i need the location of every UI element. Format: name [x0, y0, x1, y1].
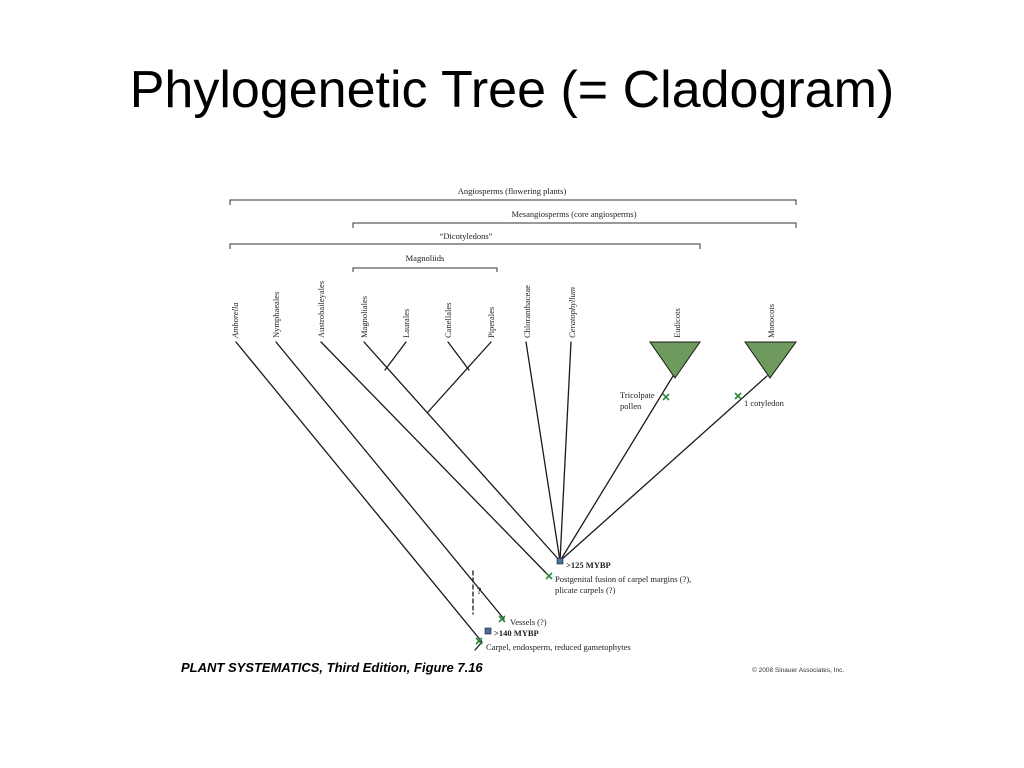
- bracket-angiosperms-label: Angiosperms (flowering plants): [458, 186, 567, 196]
- tree-branches: [235, 341, 768, 651]
- bracket-angiosperms: [229, 199, 797, 205]
- label-fusion-line1: Postgenital fusion of carpel margins (?)…: [555, 574, 691, 584]
- branch-eudicots: [559, 375, 674, 562]
- mark-tricolpate: [662, 393, 670, 401]
- mark-vessels: [498, 615, 506, 623]
- figure-caption: PLANT SYSTEMATICS, Third Edition, Figure…: [181, 660, 483, 675]
- label-cotyledon: 1 cotyledon: [744, 398, 785, 408]
- bracket-mesangiosperms-label: Mesangiosperms (core angiosperms): [511, 209, 636, 219]
- label-140-mybp: >140 MYBP: [494, 628, 539, 638]
- slide-title: Phylogenetic Tree (= Cladogram): [129, 61, 895, 119]
- branch-austrobaileyales: [320, 341, 549, 576]
- branch-ceratophyllum: [559, 341, 572, 562]
- label-125-mybp: >125 MYBP: [566, 560, 611, 570]
- taxon-ceratophyllum: Ceratophyllum: [567, 287, 577, 338]
- branch-monocots: [559, 375, 768, 562]
- clade-eudicots-triangle: [649, 341, 701, 379]
- branch-amborella: [235, 341, 483, 643]
- synapomorphy-marks: [475, 392, 742, 645]
- copyright-notice: © 2008 Sinauer Associates, Inc.: [752, 667, 845, 674]
- branch-chloranthaceae: [525, 341, 561, 562]
- label-tricolpate-line2: pollen: [620, 401, 642, 411]
- branch-piperales: [427, 341, 492, 413]
- node-125-marker: [556, 557, 564, 565]
- node-140-marker: [484, 627, 492, 635]
- label-vessels: Vessels (?): [510, 617, 547, 627]
- bracket-magnoliids-label: Magnoliids: [406, 253, 445, 263]
- label-tricolpate-line1: Tricolpate: [620, 390, 655, 400]
- bracket-dicotyledons-label: “Dicotyledons”: [440, 231, 493, 241]
- taxon-canellales: Canellales: [443, 303, 453, 338]
- taxon-austrobaileyales: Austrobaileyales: [316, 281, 326, 338]
- bracket-dicotyledons: [229, 243, 701, 249]
- branch-canellales: [447, 341, 470, 371]
- branch-nymphaeales: [275, 341, 505, 620]
- label-carpel: Carpel, endosperm, reduced gametophytes: [486, 642, 631, 652]
- taxon-magnoliales: Magnoliales: [359, 296, 369, 338]
- bracket-mesangiosperms: [352, 222, 797, 228]
- mark-fusion: [545, 572, 553, 580]
- clade-monocots-triangle: [744, 341, 797, 379]
- mark-cotyledon: [734, 392, 742, 400]
- bracket-magnoliids: [352, 267, 498, 272]
- taxon-piperales: Piperales: [486, 307, 496, 338]
- taxon-nymphaeales: Nymphaeales: [271, 292, 281, 338]
- taxon-monocots: Monocots: [766, 304, 776, 338]
- branch-magnoliids: [363, 341, 561, 562]
- label-fusion-line2: plicate carpels (?): [555, 585, 616, 595]
- label-question: ?: [477, 586, 482, 596]
- taxon-eudicots: Eudicots: [672, 308, 682, 338]
- mark-carpel: [475, 637, 483, 645]
- taxon-chloranthaceae: Chloranthaceae: [522, 285, 532, 338]
- branch-laurales: [384, 341, 407, 371]
- taxon-laurales: Laurales: [401, 309, 411, 338]
- taxon-amborella: Amborella: [230, 302, 240, 339]
